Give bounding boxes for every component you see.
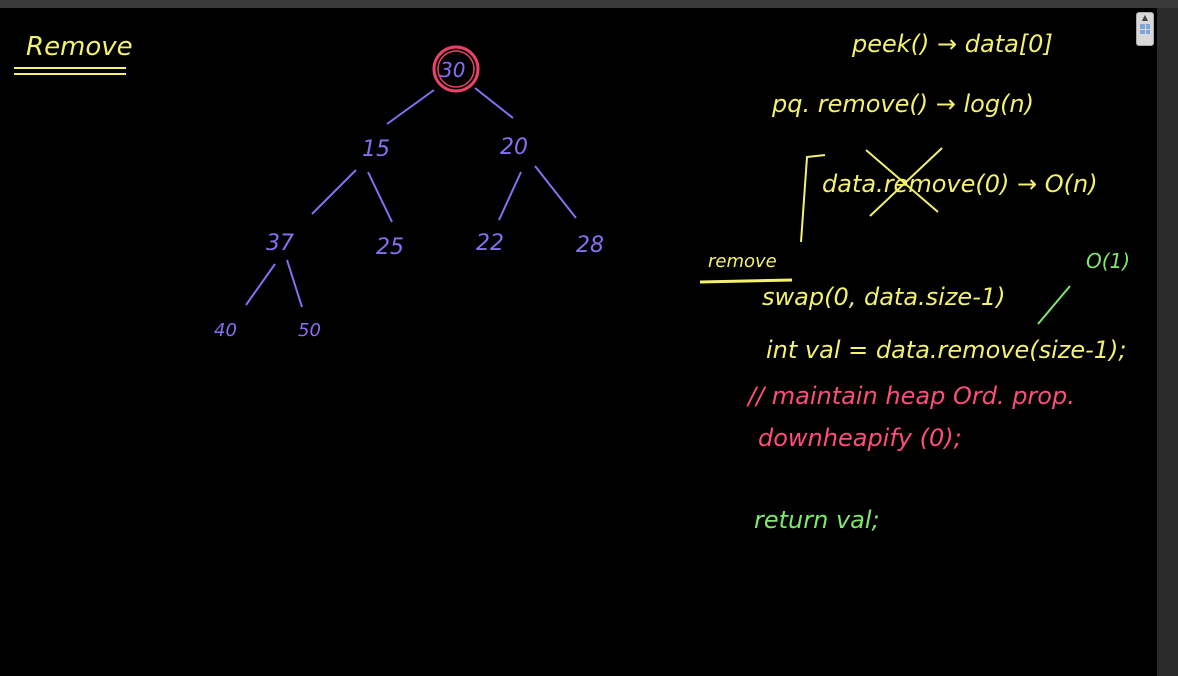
notes: peek() → data[0] pq. remove() → log(n) d…: [699, 30, 1130, 534]
edge-15-25: [367, 171, 393, 223]
root-node-highlight-inner: [437, 50, 475, 88]
page-navigator-button[interactable]: ▲: [1136, 12, 1154, 46]
whiteboard-canvas[interactable]: [0, 8, 1157, 676]
tree-edges: [245, 87, 577, 308]
note-comment: // maintain heap Ord. prop.: [746, 382, 1075, 410]
edge-30-20: [474, 87, 514, 119]
note-pq-remove: pq. remove() → log(n): [771, 90, 1034, 118]
note-swap: swap(0, data.size-1): [762, 283, 1005, 311]
edge-20-28: [534, 165, 577, 219]
heading-remove: Remove: [26, 32, 133, 62]
node-37: 37: [266, 231, 294, 256]
note-remove-label: remove: [708, 251, 777, 272]
root-node-highlight: [432, 45, 480, 93]
node-15: 15: [362, 137, 390, 162]
node-28: 28: [576, 233, 604, 258]
note-peek: peek() → data[0]: [851, 30, 1053, 58]
edge-37-50: [286, 259, 303, 308]
edge-30-15: [386, 89, 435, 125]
note-data-remove-prefix: data.: [822, 170, 884, 198]
node-22: 22: [476, 231, 504, 256]
note-int-val: int val = data.remove(size-1);: [766, 336, 1127, 364]
note-bracket: [800, 154, 826, 243]
note-data-remove-struck: remove: [884, 170, 976, 198]
strike-line-1: [865, 149, 939, 213]
edge-20-22: [498, 171, 522, 221]
grid-icon: [1140, 24, 1150, 34]
vertical-scrollbar[interactable]: [1157, 8, 1178, 676]
strike-line-2: [869, 147, 943, 217]
node-40: 40: [214, 320, 237, 341]
note-return: return val;: [754, 506, 880, 534]
remove-label-underline: [699, 278, 793, 284]
scroll-up-arrow-icon[interactable]: ▲: [1141, 13, 1149, 22]
tree-nodes: 30 15 20 37 25 22 28 40 50: [214, 58, 604, 341]
node-25: 25: [376, 235, 404, 260]
note-data-remove-suffix: (0) → O(n): [975, 170, 1097, 198]
edge-15-37: [311, 169, 357, 215]
top-bar: [0, 0, 1178, 8]
note-data-remove: data.remove(0) → O(n): [822, 170, 1098, 198]
note-o1: O(1): [1086, 249, 1130, 273]
node-50: 50: [298, 320, 321, 341]
note-down-heapify: downheapify (0);: [758, 424, 962, 452]
node-root: 30: [440, 58, 465, 82]
edge-37-40: [245, 263, 276, 306]
o1-arrow: [1037, 285, 1071, 325]
node-20: 20: [500, 135, 528, 160]
